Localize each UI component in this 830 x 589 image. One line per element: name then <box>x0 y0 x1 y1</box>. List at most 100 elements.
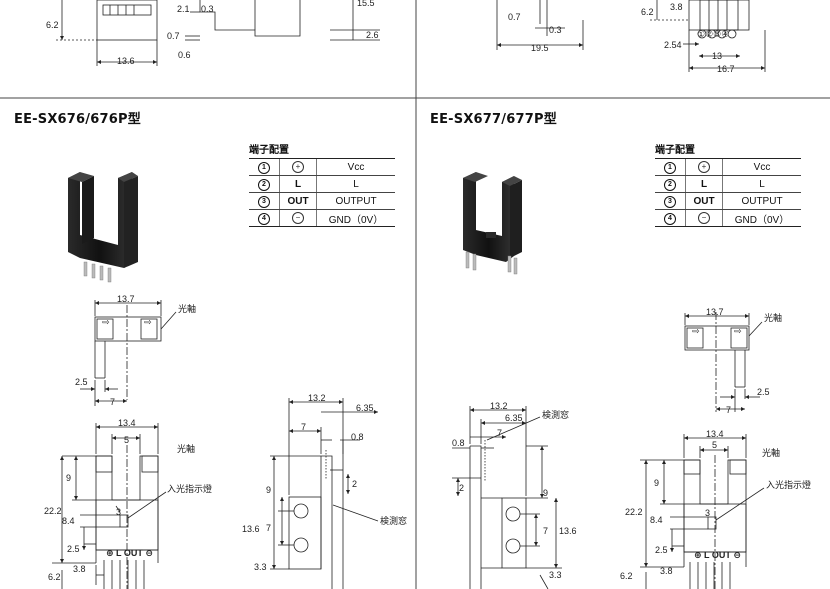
pin-number: 3 <box>664 195 676 208</box>
dim-label: 0.8 <box>351 432 364 442</box>
dim-label: 0.7 <box>508 12 521 22</box>
pin-number: 4 <box>258 212 270 225</box>
label-optical-axis: 光軸 <box>178 303 196 315</box>
dim-label: 7 <box>726 405 731 415</box>
pin-function: GND（0V） <box>316 209 395 227</box>
pin-function: Vcc <box>316 158 395 176</box>
dim-label: 6.2 <box>641 7 654 17</box>
dim-label: 7 <box>497 428 502 438</box>
dim-label: 2 <box>459 483 464 493</box>
pin-config-caption-sx677: 端子配置 <box>655 145 695 156</box>
dim-label: 2 <box>352 479 357 489</box>
dim-label: 13.6 <box>117 56 135 66</box>
dim-label: 9 <box>266 485 271 495</box>
pin-row: 1 + Vcc <box>249 158 395 176</box>
dim-label: 3 <box>116 507 121 517</box>
side-view-sx677 <box>452 406 562 589</box>
dim-label: 6.2 <box>48 572 61 582</box>
label-detection-window: 検測窓 <box>380 515 407 527</box>
terminal-marks: ⊕ L OUT ⊖ <box>694 550 741 560</box>
dim-label: 19.5 <box>531 43 549 53</box>
dim-label: 22.2 <box>625 507 643 517</box>
dim-label: 9 <box>66 473 71 483</box>
label-indicator: 入光指示燈 <box>766 479 811 491</box>
pin-row: 2 L L <box>249 175 395 193</box>
pin-symbol: OUT <box>685 192 723 210</box>
pin-symbol: L <box>685 175 723 193</box>
arrow-icon: ⇨ <box>102 317 110 327</box>
dim-label: 13.2 <box>308 393 326 403</box>
top-view-sx677 <box>684 312 763 412</box>
dim-label: 7 <box>543 526 548 536</box>
dim-label: 0.3 <box>549 25 562 35</box>
dim-label: 13.4 <box>706 429 724 439</box>
arrow-icon: ⇨ <box>734 326 742 336</box>
dim-label: 2.54 <box>664 40 682 50</box>
dim-label: 13.4 <box>118 418 136 428</box>
dim-label: 0.8 <box>452 438 465 448</box>
pin-symbol: L <box>279 175 317 193</box>
pin-row: 4 − GND（0V） <box>249 209 395 227</box>
label-optical-axis: 光軸 <box>764 312 782 324</box>
dim-label: 13.6 <box>242 524 260 534</box>
pin-function: OUTPUT <box>316 192 395 210</box>
dim-label: 13.7 <box>706 307 724 317</box>
dim-label: 8.4 <box>62 516 75 526</box>
top-partial-drawings <box>56 0 766 72</box>
dim-label: 9 <box>543 488 548 498</box>
terminal-numbers: ①②③④ <box>697 29 729 39</box>
pin-row: 1 + Vcc <box>655 158 801 176</box>
dim-label: 3.8 <box>660 566 673 576</box>
front-view-sx677 <box>640 434 765 589</box>
pin-number: 2 <box>664 178 676 191</box>
dim-label: 15.5 <box>357 0 375 8</box>
dim-label: 3.3 <box>549 570 562 580</box>
pin-table-sx677: 1 + Vcc 2 L L 3 OUT OUTPUT 4 − GND（0V） <box>655 158 801 227</box>
dim-label: 6.35 <box>356 403 374 413</box>
dim-label: 0.3 <box>201 4 214 14</box>
dim-label: 6.2 <box>46 20 59 30</box>
dim-label: 13.6 <box>559 526 577 536</box>
dim-label: 5 <box>712 440 717 450</box>
minus-symbol-icon: − <box>292 212 304 224</box>
dim-label: 0.6 <box>178 50 191 60</box>
dim-label: 6.2 <box>620 571 633 581</box>
label-optical-axis: 光軸 <box>177 443 195 455</box>
section-title-sx677: EE-SX677/677P型 <box>430 112 557 127</box>
pin-row: 4 − GND（0V） <box>655 209 801 227</box>
dim-label: 13.2 <box>490 401 508 411</box>
pin-function: L <box>316 175 395 193</box>
pin-row: 3 OUT OUTPUT <box>249 192 395 210</box>
section-title-sx676: EE-SX676/676P型 <box>14 112 141 127</box>
dim-label: 7 <box>110 397 115 407</box>
arrow-icon: ⇨ <box>144 317 152 327</box>
pin-function: OUTPUT <box>722 192 801 210</box>
dim-label: 7 <box>266 523 271 533</box>
label-detection-window: 検測窓 <box>542 409 569 421</box>
dim-label: 22.2 <box>44 506 62 516</box>
dim-label: 2.6 <box>366 30 379 40</box>
dim-label: 3.3 <box>254 562 267 572</box>
dim-label: 9 <box>654 478 659 488</box>
top-view-sx676 <box>80 300 177 406</box>
dim-label: 8.4 <box>650 515 663 525</box>
pin-number: 3 <box>258 195 270 208</box>
dim-label: 2.5 <box>75 377 88 387</box>
dim-label: 6.35 <box>505 413 523 423</box>
dim-label: 16.7 <box>717 64 735 74</box>
dim-label: 5 <box>124 435 129 445</box>
dim-label: 2.1 <box>177 4 190 14</box>
sensor-photo-sx676 <box>68 172 138 283</box>
dim-label: 3 <box>705 508 710 518</box>
pin-table-sx676: 1 + Vcc 2 L L 3 OUT OUTPUT 4 − GND（0V） <box>249 158 395 227</box>
sensor-photo-sx677 <box>463 172 522 275</box>
arrow-icon: ⇨ <box>692 326 700 336</box>
label-optical-axis: 光軸 <box>762 447 780 459</box>
pin-number: 1 <box>664 161 676 174</box>
front-view-sx676 <box>52 423 167 589</box>
pin-row: 3 OUT OUTPUT <box>655 192 801 210</box>
minus-symbol-icon: − <box>698 212 710 224</box>
pin-function: Vcc <box>722 158 801 176</box>
